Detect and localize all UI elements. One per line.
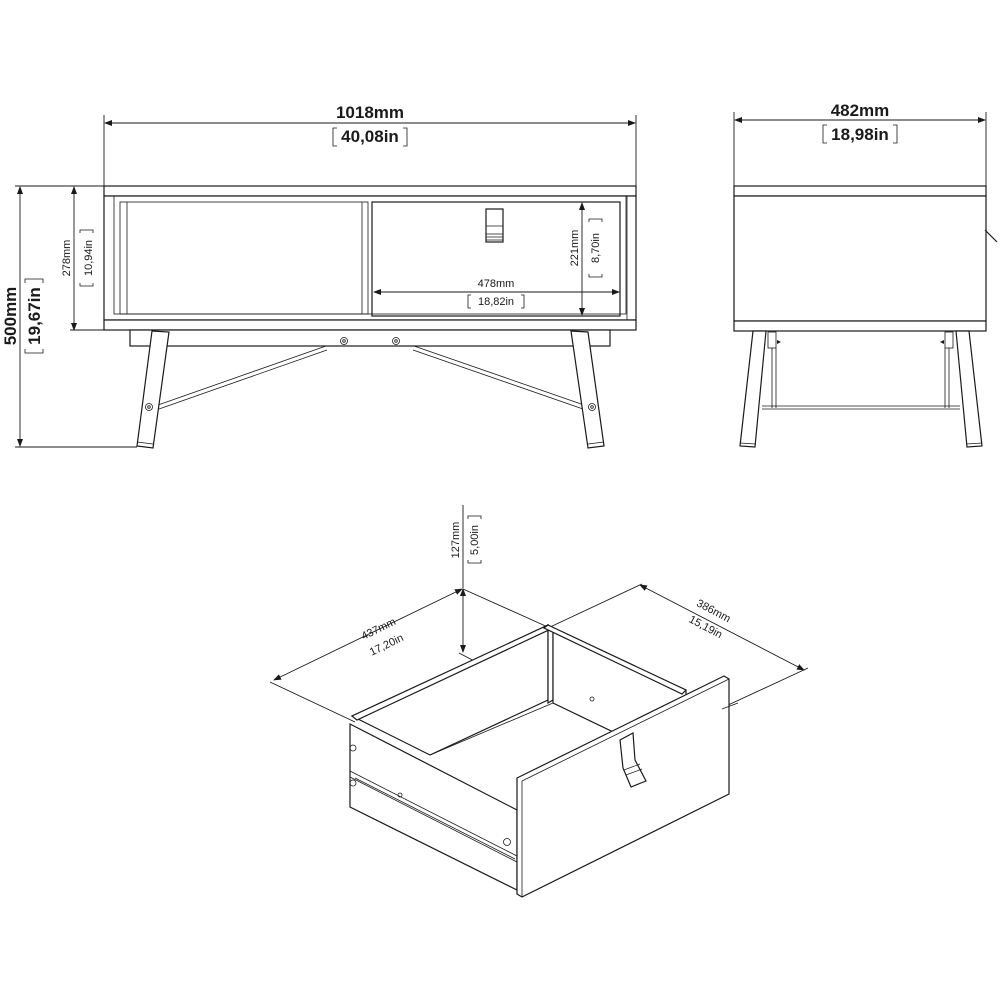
- body-height-in: 10,94in: [83, 240, 95, 276]
- front-view: 1018mm 40,08in 478mm 18,82in 221: [1, 103, 637, 449]
- side-view: 482mm 18,98in: [733, 101, 998, 448]
- drawer-handle-icon: [485, 208, 504, 243]
- front-width-in: 40,08in: [341, 127, 399, 146]
- drawer-opening-width-mm: 478mm: [478, 278, 515, 290]
- total-height-mm: 500mm: [1, 287, 20, 346]
- drawer-iso-view: 127mm 5,00in 437mm 17,20in 386mm 15,19in: [269, 505, 809, 898]
- drawer-front: [371, 201, 621, 317]
- total-height-in: 19,67in: [25, 287, 44, 345]
- depth-in: 18,98in: [831, 125, 889, 144]
- drawer-height-in: 5,00in: [469, 525, 481, 555]
- drawer-front-panel: [516, 675, 730, 898]
- body-height-mm: 278mm: [61, 240, 73, 277]
- drawer-opening-width-in: 18,82in: [478, 296, 514, 308]
- drawer-opening-height-mm: 221mm: [569, 230, 581, 267]
- depth-mm: 482mm: [831, 101, 890, 120]
- drawer-opening-height-in: 8,70in: [590, 233, 602, 263]
- front-right-leg: [570, 330, 605, 449]
- front-left-leg: [136, 330, 170, 449]
- front-width-mm: 1018mm: [336, 103, 404, 122]
- drawer-pull-handle-icon: [619, 732, 647, 788]
- drawer-height-mm: 127mm: [450, 522, 462, 559]
